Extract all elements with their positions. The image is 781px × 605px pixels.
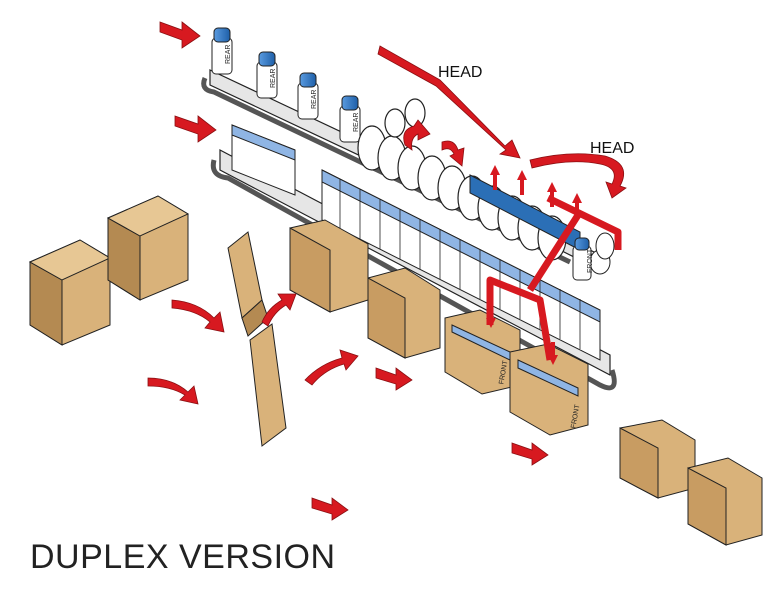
arrow-packs-in-icon xyxy=(174,115,217,143)
flow-arrows xyxy=(147,21,627,521)
filled-box-1: FRONT xyxy=(444,309,521,395)
flat-carton-stack-2 xyxy=(106,195,190,301)
arrow-head-2-icon xyxy=(529,153,627,199)
rear-label: REAR xyxy=(270,69,277,88)
front-label: FRONT xyxy=(587,248,594,273)
arrow-filled-out-icon xyxy=(511,442,549,466)
open-box-2 xyxy=(367,267,441,359)
flat-carton-stack-1 xyxy=(28,239,112,346)
upper-rear-bottles: REAR REAR REAR REAR xyxy=(211,27,361,143)
arrow-box-out-icon xyxy=(375,367,413,391)
closed-box-2 xyxy=(687,457,763,546)
bottle-rear-4: REAR xyxy=(339,95,361,143)
erecting-carton-2 xyxy=(249,323,287,447)
arrow-head-1-icon xyxy=(377,45,521,159)
filled-box-2: FRONT xyxy=(509,343,589,436)
arrow-curve-2-icon xyxy=(147,377,199,405)
red-gantry xyxy=(486,194,622,361)
erecting-carton-1 xyxy=(227,231,269,337)
arrow-bottom-icon xyxy=(311,497,349,521)
head-label-1: HEAD xyxy=(438,64,482,81)
head-label-2: HEAD xyxy=(590,140,634,157)
bottle-rear-3: REAR xyxy=(297,72,319,120)
arrow-curve-4-icon xyxy=(261,293,297,327)
arrow-curve-1-icon xyxy=(171,299,225,333)
arrow-turn-2-icon xyxy=(441,140,465,167)
bottle-rear-1: REAR xyxy=(211,27,233,75)
open-box-1 xyxy=(289,219,369,313)
arrow-rear-in-icon xyxy=(159,21,201,49)
lift-arrows xyxy=(486,165,582,365)
rear-label: REAR xyxy=(311,90,318,109)
arrow-turn-1-icon xyxy=(403,119,431,151)
closed-box-1 xyxy=(619,419,696,499)
rear-label: REAR xyxy=(353,113,360,132)
front-label: FRONT xyxy=(498,359,509,385)
bottle-front: FRONT xyxy=(572,237,594,281)
front-label: FRONT xyxy=(570,403,581,429)
arrow-curve-3-icon xyxy=(304,349,359,386)
bottle-rear-2: REAR xyxy=(256,51,278,99)
rear-label: REAR xyxy=(225,45,232,64)
upper-front-bottles: FRONT xyxy=(469,174,615,281)
diagram-title: DUPLEX VERSION xyxy=(30,538,336,576)
